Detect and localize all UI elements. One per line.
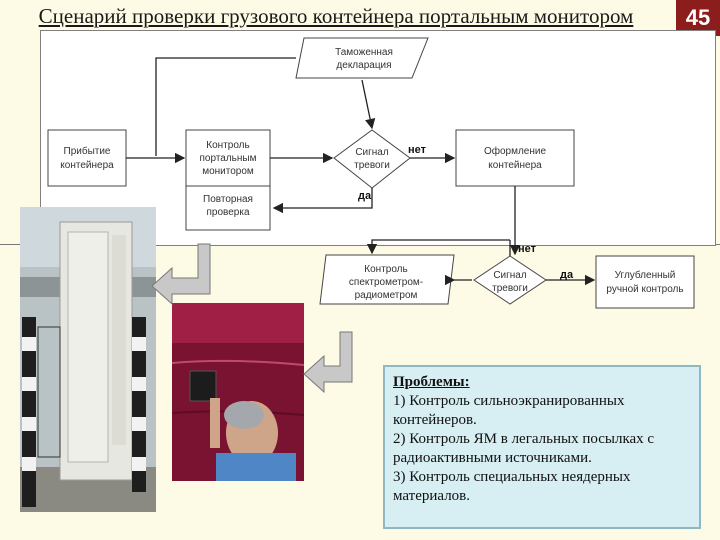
problem-item-1: 1) Контроль сильноэкранированных контейн… [393,393,625,428]
container-clearance-box [455,129,575,187]
label-yes-2: да [560,269,574,281]
spectrometer-control-line2: спектрометром- [349,277,423,288]
repeat-check-box [185,185,271,231]
repeat-check-line2: проверка [206,207,249,218]
customs-declaration-line1: Таможенная [335,47,393,58]
customs-declaration-line2: декларация [336,60,391,71]
manual-control-line1: Углубленный [615,269,676,281]
manual-control-line2: ручной контроль [606,284,683,295]
alarm-signal-1-line1: Сигнал [355,147,389,158]
portal-monitor-control-line1: Контроль [206,140,249,151]
portal-monitor-control-line3: монитором [202,166,254,177]
problem-item-3: 3) Контроль специальных неядерных матери… [393,469,631,504]
problem-item-2: 2) Контроль ЯМ в легальных посылках с ра… [393,431,655,466]
problems-heading: Проблемы: [393,374,470,390]
repeat-check-line1: Повторная [203,194,253,205]
block-arrow-2 [303,331,353,394]
slide-title: Сценарий проверки грузового контейнера п… [38,4,634,28]
container-arrival-line2: контейнера [60,160,114,171]
alarm-signal-1-diamond [333,129,411,189]
portal-monitor-control-box [185,129,271,187]
container-clearance-line2: контейнера [488,160,542,171]
alarm-signal-2-line2: тревоги [492,283,528,294]
alarm-signal-2-diamond [473,255,547,305]
label-no-2: нет [518,243,537,255]
container-clearance-line1: Оформление [484,145,547,157]
problems-box: Проблемы: 1) Контроль сильноэкранированн… [383,365,701,529]
alarm-signal-2-line1: Сигнал [493,270,527,281]
container-arrival-line1: Прибытие [64,145,111,157]
container-arrival-box [47,129,127,187]
manual-control-box [595,255,695,309]
block-arrow-1 [151,243,211,306]
portal-monitor-control-line2: портальным [200,153,257,164]
spectrometer-control-line1: Контроль [364,264,407,275]
spectrometer-control-box [319,254,455,305]
label-no-1: нет [408,144,427,156]
spectrometer-control-line3: радиометром [355,290,418,301]
portal-monitor-photo [20,207,156,512]
label-yes-1: да [358,190,372,202]
customs-declaration-box [295,37,429,79]
handheld-spectrometer-photo [172,303,304,481]
alarm-signal-1-line2: тревоги [354,160,390,171]
